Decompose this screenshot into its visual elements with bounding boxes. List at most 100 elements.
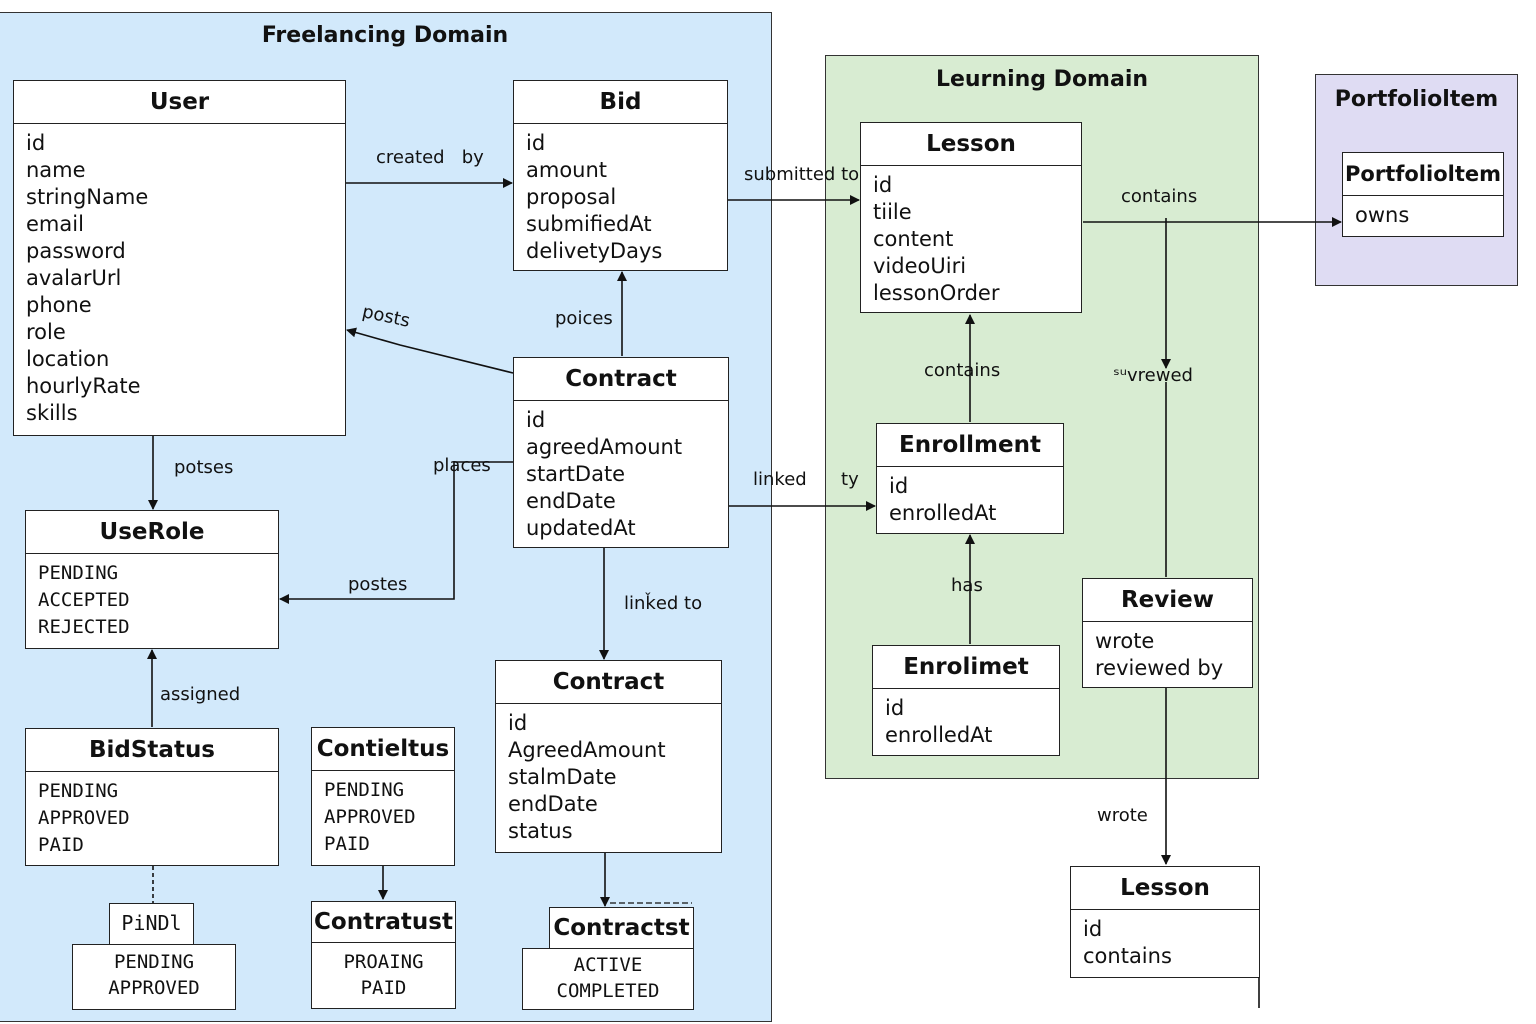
field: videoUiri: [873, 254, 967, 278]
label-postes: postes: [348, 574, 408, 595]
label-sivrewed: ˢᵘvrewed: [1113, 365, 1193, 386]
field: id: [885, 696, 905, 720]
field: delivetyDays: [526, 239, 663, 263]
field: id: [26, 131, 46, 155]
pending-approved-entity[interactable]: PENDING APPROVED: [72, 944, 236, 1010]
field: hourlyRate: [26, 374, 141, 398]
pindl-title: PiNDl: [121, 911, 182, 935]
field: email: [26, 212, 84, 236]
bid-entity[interactable]: Bid id amount proposal submifiedAt deliv…: [513, 80, 728, 271]
label-wrote: wrote: [1097, 805, 1148, 826]
field: proposal: [526, 185, 617, 209]
enum-value: PENDING: [324, 779, 405, 801]
lesson-entity[interactable]: Lesson id tiile content videoUiri lesson…: [860, 122, 1082, 313]
field: amount: [526, 158, 608, 182]
contractst-fields: ACTIVE COMPLETED: [523, 949, 693, 1004]
user-fields: id name stringName email password avalar…: [14, 124, 345, 427]
field: location: [26, 347, 110, 371]
field: id: [889, 474, 909, 498]
field: id: [1083, 917, 1103, 941]
contract-main-entity[interactable]: Contract id agreedAmount startDate endDa…: [513, 357, 729, 548]
enrollment-fields: id enrolledAt: [877, 467, 1063, 527]
field: owns: [1355, 203, 1410, 227]
contieltus-title: Contieltus: [312, 728, 454, 771]
lesson-lower-entity[interactable]: Lesson id contains: [1070, 866, 1260, 978]
userole-entity[interactable]: UseRole PENDING ACCEPTED REJECTED: [25, 510, 279, 649]
label-submitted-to: submitted to: [744, 164, 860, 185]
enum-value: PAID: [38, 834, 84, 856]
label-created-by: created by: [376, 147, 484, 168]
contract-lower-fields: id AgreedAmount stalmDate endDate status: [496, 704, 721, 845]
label-assigned: assigned: [160, 684, 241, 705]
review-entity[interactable]: Review wrote reviewed by: [1082, 578, 1253, 688]
field: reviewed by: [1095, 656, 1224, 680]
enrolimet-title: Enrolimet: [873, 646, 1059, 689]
field: wrote: [1095, 629, 1155, 653]
edge-places-loop: [279, 457, 522, 604]
bid-entity-title: Bid: [514, 81, 727, 124]
field: contains: [1083, 944, 1172, 968]
bidstatus-fields: PENDING APPROVED PAID: [26, 772, 278, 859]
contratust-entity[interactable]: Contratust PROAING PAID: [311, 901, 456, 1009]
pindl-entity[interactable]: PiNDl: [109, 903, 194, 945]
user-entity[interactable]: User id name stringName email password a…: [13, 80, 346, 436]
label-places: places: [433, 455, 491, 476]
field: endDate: [508, 792, 598, 816]
field: agreedAmount: [526, 435, 683, 459]
enum-value: COMPLETED: [556, 980, 660, 1002]
enum-value: PENDING: [113, 951, 195, 973]
field: phone: [26, 293, 92, 317]
label-contains-lesson: contains: [924, 360, 1001, 381]
field: stringName: [26, 185, 149, 209]
portfolio-item-title: Portfolioltem: [1343, 153, 1503, 196]
field: id: [526, 131, 546, 155]
freelancing-domain-title: Freelancing Domain: [261, 23, 509, 48]
label-linked-to: linǩed to: [624, 593, 703, 614]
field: tiile: [873, 200, 912, 224]
userole-fields: PENDING ACCEPTED REJECTED: [26, 554, 278, 641]
user-entity-title: User: [14, 81, 345, 124]
field: name: [26, 158, 86, 182]
review-title: Review: [1083, 579, 1252, 622]
contractst-entity[interactable]: ACTIVE COMPLETED: [522, 948, 694, 1010]
field: status: [508, 819, 573, 843]
contract-main-fields: id agreedAmount startDate endDate update…: [514, 401, 728, 542]
field: endDate: [526, 489, 616, 513]
portfolio-item-fields: owns: [1343, 196, 1503, 229]
field: lessonOrder: [873, 281, 1000, 305]
review-fields: wrote reviewed by: [1083, 622, 1252, 682]
userole-title: UseRole: [26, 511, 278, 554]
field: submifiedAt: [526, 212, 652, 236]
contractst-title-box[interactable]: Contractst: [549, 907, 694, 949]
contratust-title: Contratust: [312, 902, 455, 943]
field: startDate: [526, 462, 626, 486]
contractst-title: Contractst: [553, 915, 690, 941]
enum-value: PROAING: [343, 951, 424, 973]
bidstatus-title: BidStatus: [26, 729, 278, 772]
enum-value: APPROVED: [38, 807, 130, 829]
field: role: [26, 320, 66, 344]
lesson-fields: id tiile content videoUiri lessonOrder: [861, 166, 1081, 307]
field: skills: [26, 401, 78, 425]
field: stalmDate: [508, 765, 617, 789]
field: AgreedAmount: [508, 738, 666, 762]
portfolio-region-title: Portfolioltem: [1334, 87, 1499, 112]
enum-value: PENDING: [38, 562, 119, 584]
contieltus-entity[interactable]: Contieltus PENDING APPROVED PAID: [311, 727, 455, 866]
enum-value: PENDING: [38, 780, 119, 802]
enum-value: ACCEPTED: [38, 589, 130, 611]
bid-fields: id amount proposal submifiedAt delivetyD…: [514, 124, 727, 265]
label-linked-ty: linked ty: [753, 469, 859, 490]
lesson-lower-fields: id contains: [1071, 910, 1259, 970]
bidstatus-entity[interactable]: BidStatus PENDING APPROVED PAID: [25, 728, 279, 866]
contract-lower-entity[interactable]: Contract id AgreedAmount stalmDate endDa…: [495, 660, 722, 853]
field: avalarUrl: [26, 266, 122, 290]
enrollment-entity[interactable]: Enrollment id enrolledAt: [876, 423, 1064, 534]
enum-value: ACTIVE: [573, 954, 643, 976]
enrolimet-entity[interactable]: Enrolimet id enrolledAt: [872, 645, 1060, 756]
portfolio-item-entity[interactable]: Portfolioltem owns: [1342, 152, 1504, 237]
enum-value: PAID: [324, 833, 370, 855]
field: content: [873, 227, 954, 251]
field: id: [873, 173, 893, 197]
